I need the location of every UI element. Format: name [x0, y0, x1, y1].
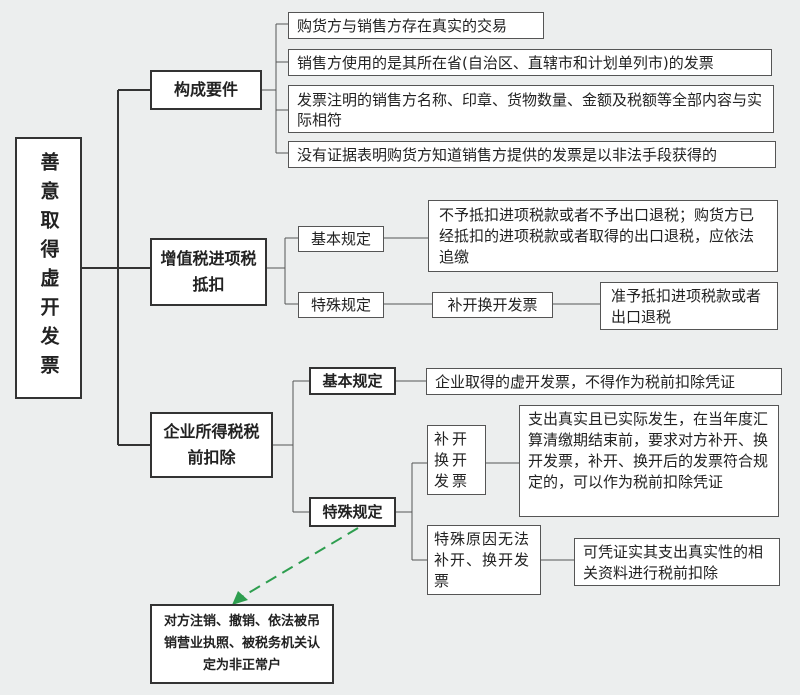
cit-special-reissue-content: 支出真实且已实际发生，在当年度汇算清缴期结束前，要求对方补开、换开发票，补开、换… — [519, 405, 779, 517]
vat-special-rule: 特殊规定 — [298, 292, 384, 318]
root-title: 善意取得虚开发票 — [15, 137, 82, 399]
cit-special-unable-content: 可凭证实其支出真实性的相关资料进行税前扣除 — [574, 538, 780, 586]
category-cit-deduction: 企业所得税税前扣除 — [150, 412, 273, 478]
constitution-item-1: 购货方与销售方存在真实的交易 — [288, 12, 544, 39]
abnormal-taxpayer-note: 对方注销、撤销、依法被吊销营业执照、被税务机关认定为非正常户 — [150, 604, 334, 684]
constitution-item-2: 销售方使用的是其所在省(自治区、直辖市和计划单列市)的发票 — [288, 49, 772, 76]
constitution-item-4: 没有证据表明购货方知道销售方提供的发票是以非法手段获得的 — [288, 141, 776, 168]
cit-special-reissue: 补开换开发票 — [427, 425, 486, 495]
vat-special-content: 准予抵扣进项税款或者出口退税 — [600, 282, 778, 330]
cit-special-unable: 特殊原因无法补开、换开发票 — [427, 525, 541, 595]
vat-basic-content: 不予抵扣进项税款或者不予出口退税；购货方已经抵扣的进项税款或者取得的出口退税，应… — [428, 200, 778, 272]
category-constitution: 构成要件 — [150, 70, 262, 110]
vat-basic-rule: 基本规定 — [298, 226, 384, 252]
vat-special-reissue: 补开换开发票 — [432, 292, 553, 318]
constitution-item-3: 发票注明的销售方名称、印章、货物数量、金额及税额等全部内容与实际相符 — [288, 85, 774, 133]
category-vat-deduction: 增值税进项税抵扣 — [150, 238, 267, 306]
cit-basic-content: 企业取得的虚开发票，不得作为税前扣除凭证 — [426, 368, 782, 395]
cit-special-rule: 特殊规定 — [309, 497, 396, 527]
cit-basic-rule: 基本规定 — [309, 367, 396, 395]
